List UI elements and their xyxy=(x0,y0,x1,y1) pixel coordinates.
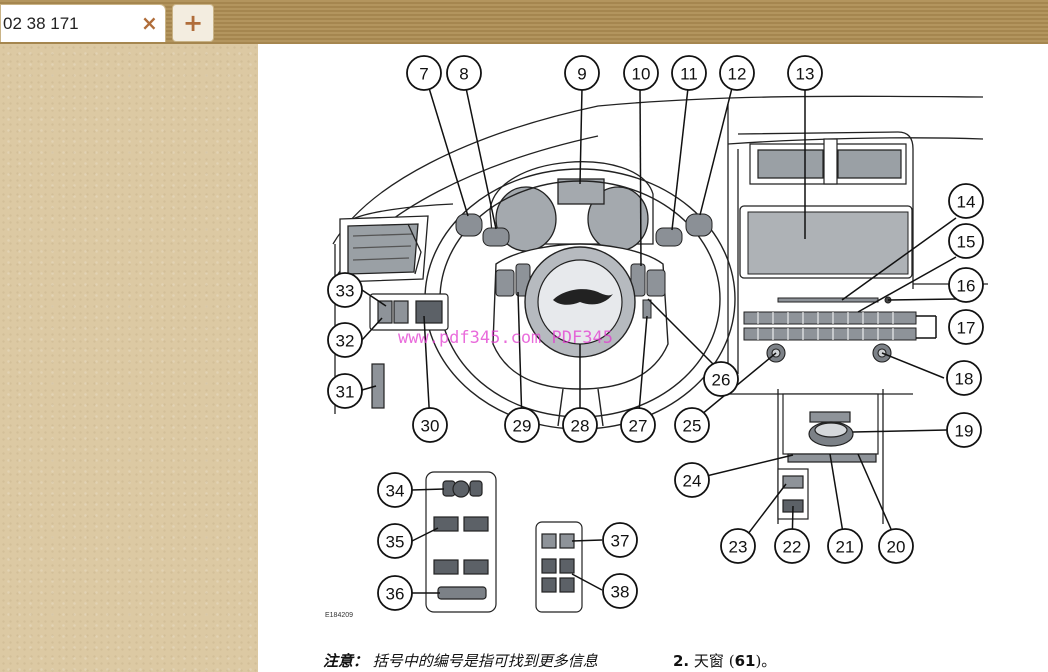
tab-title: 02 38 171 xyxy=(3,14,79,33)
callout-13: 13 xyxy=(787,55,823,91)
svg-text:14: 14 xyxy=(957,193,976,212)
list-item: 2. 天窗 (61)。 xyxy=(673,650,776,671)
callout-8: 8 xyxy=(446,55,482,91)
tab-active[interactable]: 02 38 171 × xyxy=(0,4,166,42)
callout-35: 35 xyxy=(377,523,413,559)
note-label: 注意： xyxy=(323,652,369,670)
callout-29: 29 xyxy=(504,407,540,443)
tab-bar: 02 38 171 × + xyxy=(0,0,1048,44)
svg-text:20: 20 xyxy=(887,538,906,557)
svg-text:7: 7 xyxy=(419,65,428,84)
document-page: 7 8 9 10 11 12 13 14 15 16 17 18 19 20 2… xyxy=(258,44,1048,672)
dashboard-diagram: 7 8 9 10 11 12 13 14 15 16 17 18 19 20 2… xyxy=(327,55,988,613)
close-icon[interactable]: × xyxy=(141,11,158,35)
callout-33: 33 xyxy=(327,272,363,308)
svg-text:22: 22 xyxy=(783,538,802,557)
callout-24: 24 xyxy=(674,462,710,498)
callout-26: 26 xyxy=(703,361,739,397)
svg-text:38: 38 xyxy=(611,583,630,602)
svg-text:27: 27 xyxy=(629,417,648,436)
list-item-number: 2. xyxy=(673,652,690,670)
watermark-text: www.pdf345.com PDF345 xyxy=(398,328,613,348)
svg-text:21: 21 xyxy=(836,538,855,557)
callout-17: 17 xyxy=(948,309,984,345)
callout-30: 30 xyxy=(412,407,448,443)
callout-23: 23 xyxy=(720,528,756,564)
svg-text:11: 11 xyxy=(680,65,698,84)
svg-text:34: 34 xyxy=(386,482,405,501)
callout-15: 15 xyxy=(948,223,984,259)
svg-text:16: 16 xyxy=(957,277,976,296)
callout-32: 32 xyxy=(327,322,363,358)
svg-text:30: 30 xyxy=(421,417,440,436)
svg-text:8: 8 xyxy=(459,65,468,84)
callout-28: 28 xyxy=(562,407,598,443)
svg-text:32: 32 xyxy=(336,332,355,351)
svg-text:19: 19 xyxy=(955,422,974,441)
svg-text:13: 13 xyxy=(796,65,815,84)
callout-19: 19 xyxy=(946,412,982,448)
svg-text:17: 17 xyxy=(957,319,976,338)
note-paragraph: 注意： 括号中的编号是指可找到更多信息 xyxy=(323,650,598,671)
list-item-ref-close: )。 xyxy=(755,652,777,670)
figure-id: E184209 xyxy=(325,612,354,619)
side-panel xyxy=(0,44,258,672)
callout-7: 7 xyxy=(406,55,442,91)
callout-18: 18 xyxy=(946,360,982,396)
svg-text:31: 31 xyxy=(336,383,355,402)
callout-12: 12 xyxy=(719,55,755,91)
callout-38: 38 xyxy=(602,573,638,609)
svg-text:12: 12 xyxy=(728,65,747,84)
svg-text:23: 23 xyxy=(729,538,748,557)
callout-21: 21 xyxy=(827,528,863,564)
svg-text:37: 37 xyxy=(611,532,630,551)
callout-labels: 7 8 9 10 11 12 13 14 15 16 17 18 19 20 2… xyxy=(327,55,984,611)
list-item-ref-open: ( xyxy=(723,652,735,670)
svg-text:36: 36 xyxy=(386,585,405,604)
svg-text:35: 35 xyxy=(386,533,405,552)
note-text: 括号中的编号是指可找到更多信息 xyxy=(372,652,598,670)
svg-text:26: 26 xyxy=(712,371,731,390)
callout-25: 25 xyxy=(674,407,710,443)
svg-text:33: 33 xyxy=(336,282,355,301)
callout-16: 16 xyxy=(948,267,984,303)
callout-14: 14 xyxy=(948,183,984,219)
callout-22: 22 xyxy=(774,528,810,564)
callout-31: 31 xyxy=(327,373,363,409)
list-item-text: 天窗 xyxy=(693,652,724,670)
page-ref-link[interactable]: 61 xyxy=(734,652,756,670)
svg-text:25: 25 xyxy=(683,417,702,436)
svg-text:18: 18 xyxy=(955,370,974,389)
svg-text:28: 28 xyxy=(571,417,590,436)
callout-36: 36 xyxy=(377,575,413,611)
svg-text:29: 29 xyxy=(513,417,532,436)
callout-20: 20 xyxy=(878,528,914,564)
svg-text:9: 9 xyxy=(577,65,586,84)
callout-37: 37 xyxy=(602,522,638,558)
callout-27: 27 xyxy=(620,407,656,443)
svg-text:24: 24 xyxy=(683,472,702,491)
callout-9: 9 xyxy=(564,55,600,91)
callout-10: 10 xyxy=(623,55,659,91)
callout-11: 11 xyxy=(671,55,707,91)
callout-34: 34 xyxy=(377,472,413,508)
svg-text:15: 15 xyxy=(957,233,976,252)
new-tab-button[interactable]: + xyxy=(172,4,214,42)
svg-text:10: 10 xyxy=(632,65,651,84)
